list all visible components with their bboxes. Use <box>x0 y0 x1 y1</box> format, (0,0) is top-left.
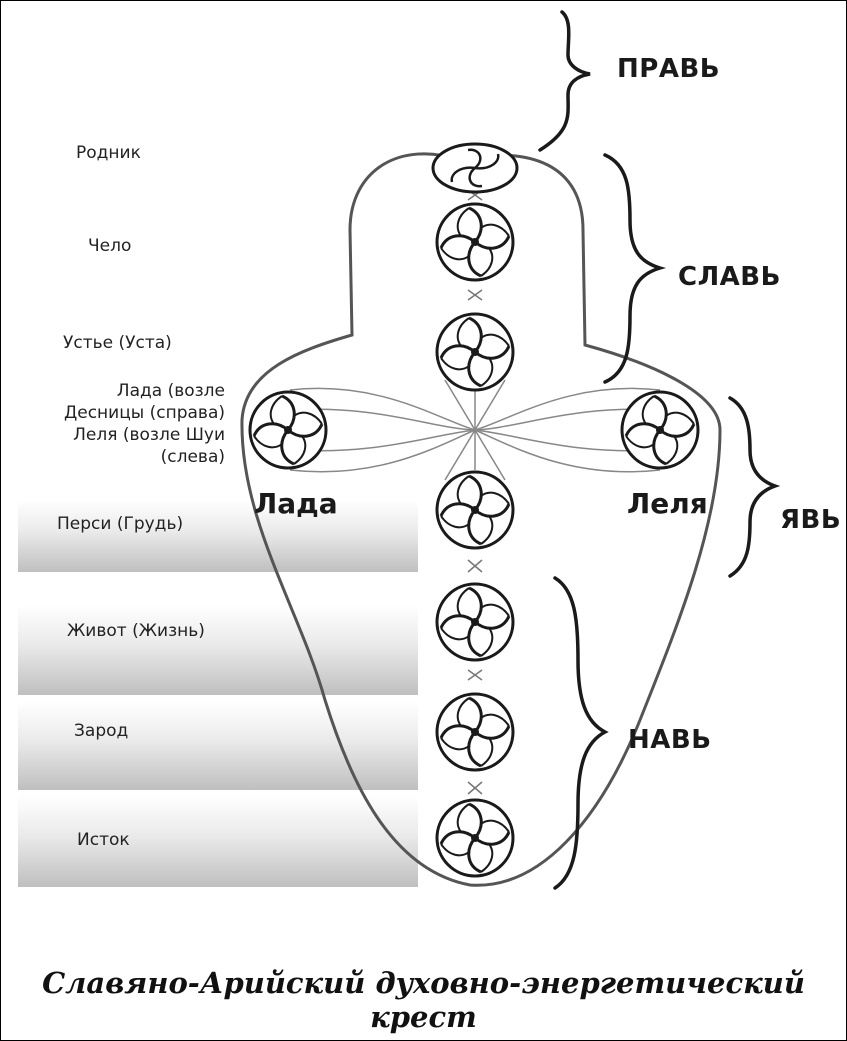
brace-prav <box>538 10 591 152</box>
wheel-persi <box>435 470 515 550</box>
brace-slav <box>603 153 667 384</box>
world-label-nav: НАВЬ <box>628 725 712 755</box>
wheel-lelya <box>620 390 700 470</box>
body-outline <box>240 152 722 887</box>
wheel-istok <box>435 798 515 878</box>
wheel-lada <box>248 390 328 470</box>
axis-connectors <box>467 189 483 795</box>
brace-yav <box>728 396 781 578</box>
caption: Славяно-Арийский духовно-энергетический … <box>42 966 805 1034</box>
shade-band-istok <box>18 795 418 887</box>
side-label-lelya: Леля <box>627 487 708 520</box>
wheel-rodnik <box>431 142 519 194</box>
world-label-yav: ЯВЬ <box>780 505 842 535</box>
side-label-lada: Лада <box>254 487 338 520</box>
world-label-prav: ПРАВЬ <box>617 54 721 84</box>
shade-band-zarod <box>18 702 418 790</box>
world-label-slav: СЛАВЬ <box>678 262 781 292</box>
wheel-chelo <box>435 202 515 282</box>
shade-band-persi <box>18 500 418 572</box>
level-label-zarod: Зарод <box>74 721 129 741</box>
level-label-rodnik: Родник <box>76 143 141 163</box>
wheel-zarod <box>435 692 515 772</box>
shade-band-zhivot <box>18 605 418 695</box>
level-label-lada-lelya: Лада (возле Десницы (справа) Леля (возле… <box>63 381 225 467</box>
braces <box>538 10 781 890</box>
level-label-persi: Перси (Грудь) <box>57 514 184 534</box>
wheel-zhivot <box>435 582 515 662</box>
brace-nav <box>553 576 609 890</box>
wheel-uste <box>435 312 515 392</box>
level-label-uste: Устье (Уста) <box>63 333 172 353</box>
level-label-istok: Исток <box>77 830 130 850</box>
level-label-chelo: Чело <box>88 236 132 256</box>
level-label-zhivot: Живот (Жизнь) <box>67 621 205 641</box>
